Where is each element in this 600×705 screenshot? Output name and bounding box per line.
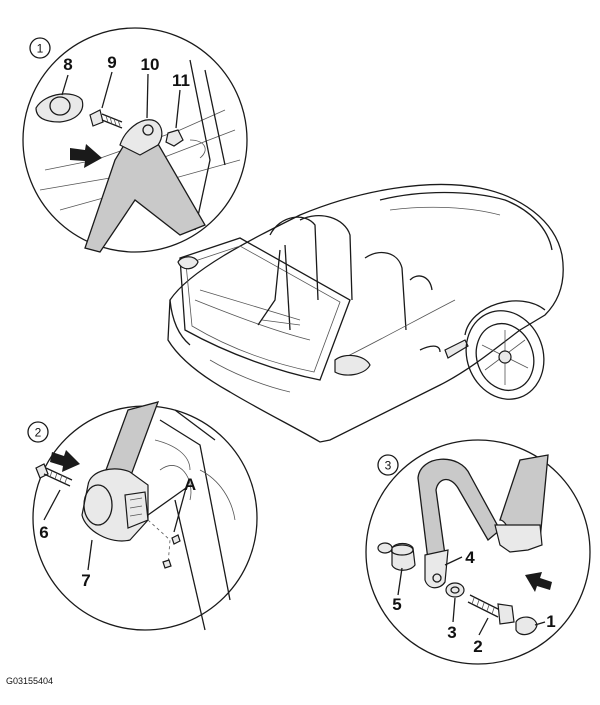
callout-badge-1: 1 [29,37,51,59]
part-label-1: 1 [546,612,555,631]
callout-badge-2: 2 [27,421,49,443]
svg-text:2: 2 [35,426,42,440]
detail-1 [22,27,248,253]
callout-badge-3: 3 [377,454,399,476]
car-illustration [167,183,564,443]
part-label-2: 2 [473,637,482,656]
part-label-9: 9 [107,53,116,72]
part-label-8: 8 [63,55,72,74]
part-label-7: 7 [81,571,90,590]
part-label-6: 6 [39,523,48,542]
part-label-A: A [184,475,196,494]
figure-code: G03155404 [6,676,54,686]
svg-text:3: 3 [385,459,392,473]
detail-3 [365,439,591,665]
part-label-11: 11 [172,71,190,90]
svg-text:1: 1 [37,42,44,56]
part-label-5: 5 [392,595,401,614]
part-label-4: 4 [465,548,475,567]
detail-2 [32,401,258,631]
leader-lines [43,71,546,636]
part-label-10: 10 [141,55,160,74]
part-label-3: 3 [447,623,456,642]
